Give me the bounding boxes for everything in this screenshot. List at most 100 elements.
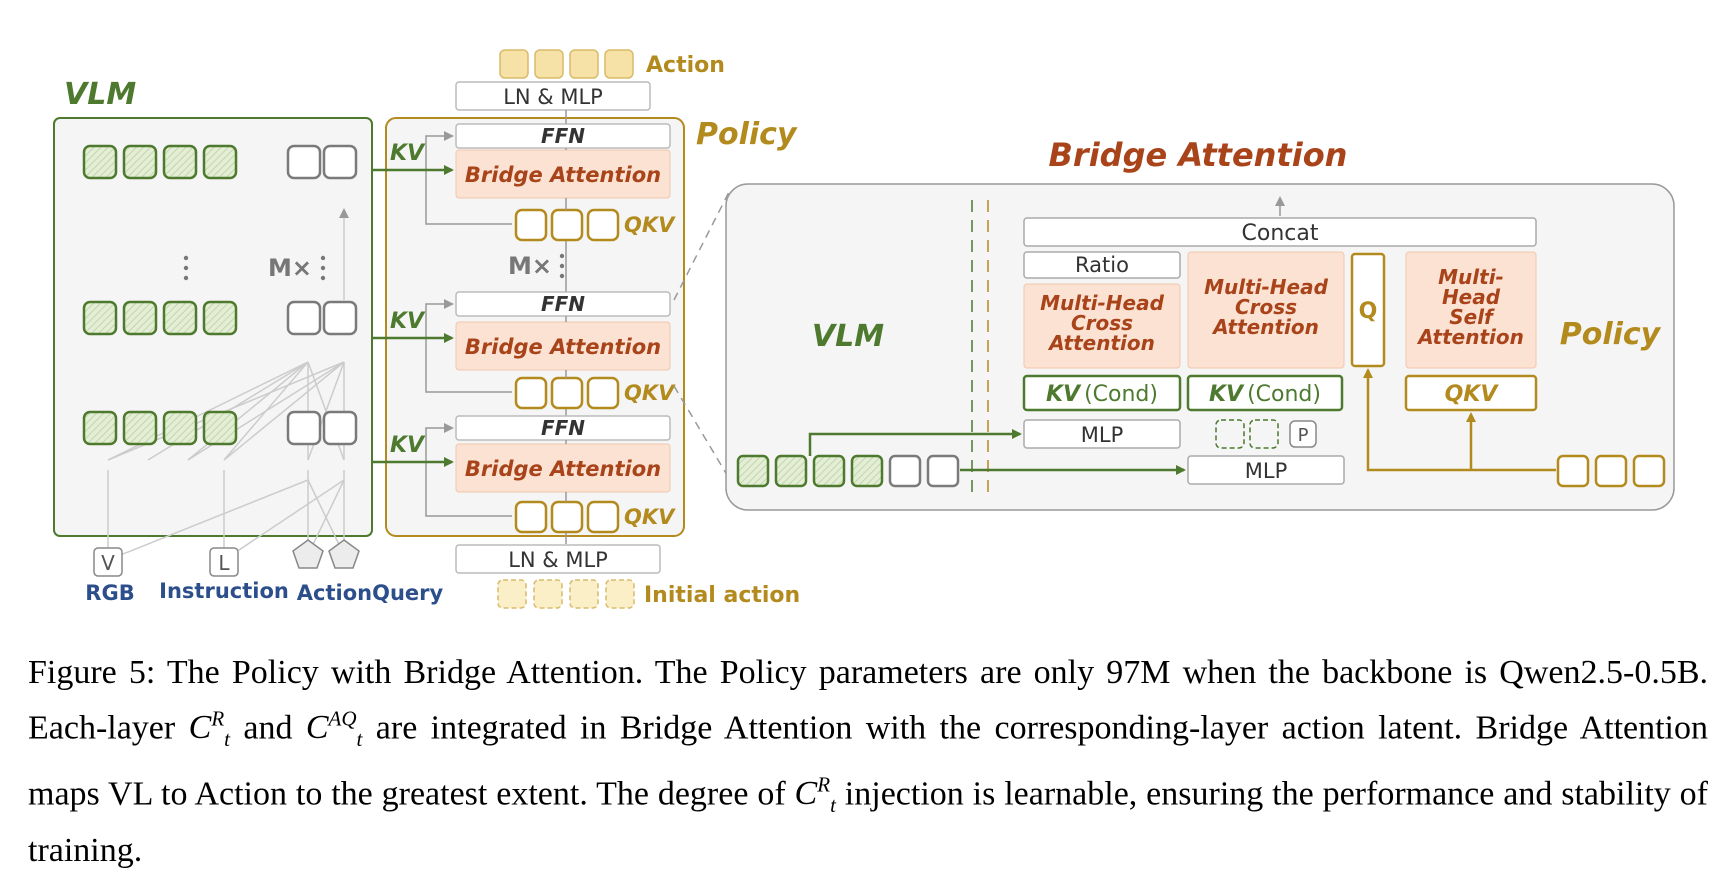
mhca1-line1: Multi-Head [1040,291,1165,315]
zoom-guide-lines [673,189,731,481]
ffn-label: FFN [541,292,585,316]
ffn-label: FFN [541,416,585,440]
rgb-label: RGB [85,581,134,605]
multi-head-self-attention-box [1405,251,1537,369]
kv-cond-box-2 [1186,374,1344,412]
caption-text-3: injection is learnable, ensuring the per… [28,775,1709,870]
vision-language-token [82,144,118,180]
instruction-icon-letter: L [218,551,230,575]
bridge-attention-label: Bridge Attention [465,457,661,481]
qkv-box [1404,374,1538,412]
policy-action-token [550,500,584,534]
action-query-token [322,144,358,180]
rgb-icon-letter: V [101,551,115,575]
bridge-attention-box [455,443,671,493]
vlm-token-row [82,410,358,446]
residual-connection [425,423,512,517]
policy-action-token [550,208,584,242]
ffn-box [455,415,671,441]
bridge-attention-label: Bridge Attention [465,163,661,187]
mhsa-line4: Attention [1416,325,1524,349]
mhsa-line3: Self [1449,305,1495,329]
vision-language-token [202,144,238,180]
top-ln-mlp-label: LN & MLP [503,85,603,109]
action-query-pentagon-icon [328,539,360,569]
policy-action-token [586,500,620,534]
top-ln-mlp-box [455,81,651,111]
multi-head-cross-attention-box-2 [1187,251,1345,369]
caption-text-2: are integrated in Bridge Attention with … [28,709,1708,813]
multi-head-cross-attention-box [1023,283,1181,369]
caption-text-1: The Policy with Bridge Attention. The Po… [28,654,1709,747]
p-token-box [1289,420,1317,448]
vision-language-token [82,300,118,336]
policy-action-token [514,208,548,242]
initial-action-tokens [497,579,635,609]
q-box [1350,252,1386,368]
bridge-attention-box [455,321,671,371]
policy-action-token [550,376,584,410]
policy-bridge-attention-diagram: VLM M× V RGB [53,49,1675,609]
bridge-attention-box [455,149,671,199]
residual-connection [425,131,512,225]
kv-cond-box-1 [1022,374,1182,412]
qkv-label: QKV [624,213,676,237]
vlm-token-row [82,144,358,180]
vision-language-token [162,144,198,180]
instruction-label: Instruction [159,579,289,603]
ratio-label: Ratio [1075,253,1129,277]
policy-dots [559,253,565,279]
qkv-label: QKV [624,381,676,405]
qkv-label: QKV [624,505,676,529]
vlm-repeat-label: M× [268,254,312,282]
kv-label: KV [390,309,426,334]
action-query-label: ActionQuery [297,581,444,605]
mhca2-line1: Multi-Head [1204,275,1329,299]
action-query-placeholder-tokens [1215,419,1279,449]
detail-policy-label: Policy [1560,317,1662,352]
ratio-box [1023,251,1181,279]
math-c-r-2: CRt [794,773,836,818]
mhsa-line1: Multi- [1438,265,1504,289]
instruction-icon-box [209,547,239,577]
action-query-token [286,410,322,446]
action-query-pentagon-icon [292,539,324,569]
ffn-box [455,123,671,149]
vision-language-token [122,300,158,336]
kv-label: KV [390,141,426,166]
initial-action-label: Initial action [644,583,800,608]
vision-language-token [162,410,198,446]
vlm-title: VLM [64,77,136,112]
concat-box [1023,217,1537,247]
ffn-box [455,291,671,317]
qkv-label: QKV [1445,382,1500,407]
residual-connection [425,299,512,393]
mhca2-line2: Cross [1235,295,1297,319]
vision-language-token [82,410,118,446]
caption-and: and [243,709,293,747]
mhca2-line3: Attention [1211,315,1319,339]
mlp-label-1: MLP [1081,423,1123,447]
vlm-token-row [82,300,358,336]
policy-action-token [586,376,620,410]
vision-language-token [162,300,198,336]
kv-cond-label-2: KV(Cond) [1209,382,1321,407]
action-query-input: ActionQuery [292,539,444,605]
action-query-token [286,144,322,180]
vlm-to-mlp1-arrow [808,429,1022,456]
detail-policy-tokens [1556,454,1666,488]
vision-language-token [122,410,158,446]
policy-title: Policy [696,117,798,152]
vision-language-token [122,144,158,180]
math-c-aq: CAQt [305,707,363,752]
math-c-r: CRt [188,707,230,752]
q-label: Q [1359,299,1378,324]
bridge-attention-label: Bridge Attention [465,335,661,359]
rgb-icon-box [93,547,123,577]
policy-action-token [514,376,548,410]
action-query-token [322,410,358,446]
detail-vlm-label: VLM [812,319,884,354]
